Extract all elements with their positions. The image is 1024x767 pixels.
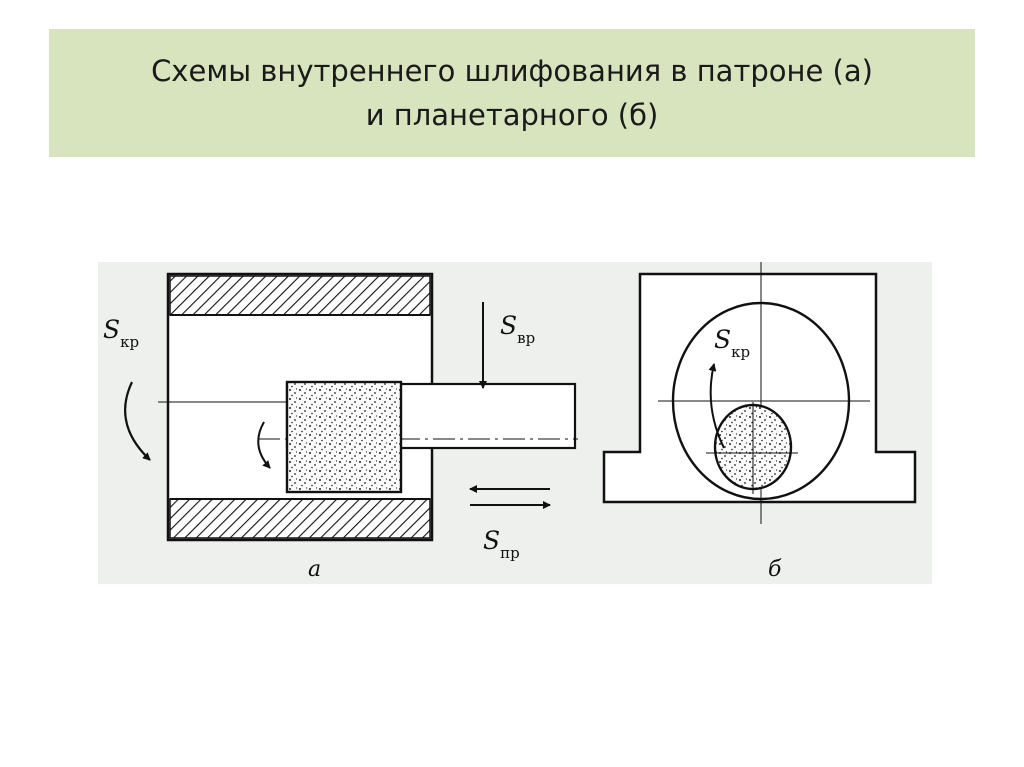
slide-title: Схемы внутреннего шлифования в патроне (… xyxy=(49,29,975,157)
grinding-wheel-a xyxy=(285,380,403,494)
scheme-label-a: а xyxy=(308,557,321,582)
feed-label-s-kr-a: Sкр xyxy=(103,315,139,351)
workpiece-wall-bottom xyxy=(169,498,431,539)
slide-title-line-2: и планетарного (б) xyxy=(365,98,659,132)
scheme-b: Sкр б xyxy=(602,262,917,582)
slide-title-line-1: Схемы внутреннего шлифования в патроне (… xyxy=(151,54,873,88)
workpiece-rotation-arrow xyxy=(124,381,151,461)
scheme-a: Sкр Sвр Sпр а xyxy=(103,272,578,582)
feed-label-s-pr: Sпр xyxy=(483,526,520,562)
grinding-schemes-drawing: Sкр Sвр Sпр а Sкр б xyxy=(103,262,917,582)
scheme-label-b: б xyxy=(768,557,782,582)
wheel-rotation-arrow xyxy=(257,421,271,469)
workpiece-wall-top xyxy=(169,275,431,316)
feed-label-s-vr: Sвр xyxy=(500,311,535,347)
grinding-schemes-figure: Sкр Sвр Sпр а Sкр б xyxy=(98,262,932,584)
planetary-rotation-arrow xyxy=(708,363,725,449)
feed-label-s-kr-b: Sкр xyxy=(714,325,750,361)
